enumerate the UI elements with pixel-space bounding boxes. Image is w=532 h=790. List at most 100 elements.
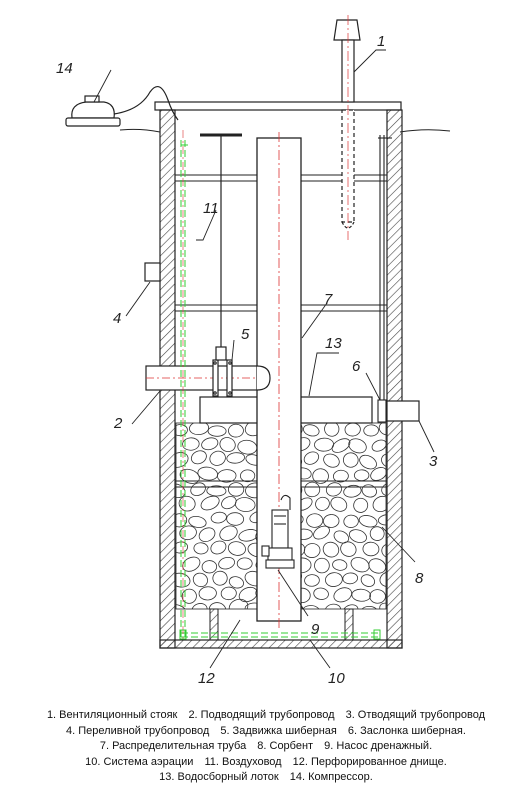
- sorbent-pebble: [193, 542, 209, 555]
- sorbent-pebble: [207, 425, 227, 437]
- sorbent-pebble: [342, 572, 359, 585]
- callout-9: 9: [311, 621, 320, 638]
- sorbent-pebble: [228, 482, 245, 497]
- legend-item: 9. Насос дренажный.: [324, 740, 433, 753]
- sorbent-pebble: [228, 576, 244, 589]
- sorbent-pebble: [358, 515, 378, 528]
- sorbent-pebble: [330, 496, 348, 512]
- legend-line-2: 4. Переливной трубопровод 5. Задвижка ши…: [0, 724, 532, 740]
- sorbent-pebble: [197, 466, 218, 481]
- legend-item: 7. Распределительная труба: [99, 740, 247, 753]
- sorbent-pebble: [303, 543, 321, 558]
- ventilation-riser: [333, 15, 361, 240]
- sorbent-pebble: [198, 527, 216, 542]
- compressor: [65, 85, 179, 127]
- sorbent-pebble: [342, 452, 359, 468]
- sorbent-pebble: [314, 437, 335, 452]
- sorbent-pebble: [176, 572, 191, 588]
- sorbent-pebble: [369, 526, 385, 541]
- sorbent-pebble: [176, 604, 188, 609]
- callout-labels: 1 14 11 4 5 7 13 6 2 3 8 9 12 10: [56, 33, 438, 687]
- sorbent-pebble: [226, 512, 245, 526]
- bottom-slab: [159, 639, 403, 649]
- lid-slab: [154, 101, 402, 111]
- legend-item: 5. Задвижка шиберная: [220, 724, 337, 737]
- sorbent-pebble: [227, 541, 246, 556]
- callout-6: 6: [352, 358, 361, 375]
- sorbent-pebble: [234, 497, 256, 513]
- sorbent-pebble: [179, 525, 197, 541]
- legend-line-1: 1. Вентиляционный стояк 2. Подводящий тр…: [0, 708, 532, 724]
- sorbent-pebble: [377, 514, 386, 526]
- sorbent-pebble: [190, 482, 206, 497]
- sorbent-pebble: [379, 602, 386, 609]
- sorbent-pebble: [343, 484, 362, 498]
- well-filter-diagram: 1 14 11 4 5 7 13 6 2 3 8 9 12 10: [56, 15, 451, 687]
- outlet-pipe: [386, 400, 420, 422]
- legend-item: 13. Водосборный лоток: [159, 771, 279, 784]
- sorbent-pebble: [333, 530, 350, 544]
- callout-3: 3: [429, 453, 438, 470]
- sorbent-pebble: [361, 484, 377, 498]
- callout-5: 5: [241, 326, 250, 343]
- sorbent-pebble: [344, 423, 361, 437]
- sorbent-pebble: [343, 514, 359, 528]
- legend-item: 11. Воздуховод: [204, 755, 282, 768]
- sorbent-pebble: [314, 557, 330, 574]
- sorbent-pebble: [353, 469, 370, 482]
- sorbent-pebble: [219, 525, 238, 541]
- callout-13: 13: [325, 335, 342, 352]
- sorbent-pebble: [240, 469, 256, 483]
- sorbent-pebble: [379, 571, 386, 587]
- sorbent-pebble: [324, 423, 340, 437]
- sorbent-pebble: [368, 558, 386, 574]
- sorbent-pebble: [325, 572, 343, 587]
- callout-1: 1: [377, 33, 385, 50]
- air-duct: [180, 140, 381, 638]
- legend-item: 8. Сорбент: [257, 740, 314, 753]
- sorbent-pebble: [371, 439, 386, 452]
- drainage-pump: [261, 494, 295, 569]
- sorbent-pebble: [315, 496, 330, 511]
- sorbent-pebble: [209, 450, 226, 466]
- sorbent-pebble: [226, 452, 245, 464]
- sorbent-pebble: [312, 468, 329, 484]
- legend-line-3: 7. Распределительная труба 8. Сорбент 9.…: [0, 739, 532, 755]
- sorbent-pebble: [323, 453, 340, 468]
- sorbent-pebble: [219, 437, 236, 453]
- sorbent-pebble: [381, 543, 386, 559]
- sorbent-pebble: [360, 605, 378, 609]
- sorbent-pebble: [381, 482, 386, 497]
- callout-2: 2: [113, 415, 123, 432]
- sorbent-pebble: [302, 605, 320, 609]
- sorbent-pebble: [189, 423, 209, 436]
- sorbent-pebble: [381, 453, 386, 469]
- sorbent-pebble: [372, 495, 386, 513]
- sorbent-pebble: [306, 513, 324, 528]
- sorbent-pebble: [176, 424, 188, 437]
- legend-item: 3. Отводящий трубопровод: [345, 709, 486, 721]
- sorbent-pebble: [188, 515, 207, 528]
- sorbent-pebble: [236, 557, 253, 570]
- sorbent-pebble: [313, 587, 329, 600]
- aeration-system: [179, 629, 381, 640]
- legend-line-4: 10. Система аэрации 11. Воздуховод 12. П…: [0, 755, 532, 771]
- callout-8: 8: [415, 570, 424, 587]
- legend: 1. Вентиляционный стояк 2. Подводящий тр…: [0, 708, 532, 786]
- legend-item: 14. Компрессор.: [289, 771, 373, 784]
- sorbent-pebble: [220, 586, 237, 601]
- legend-item: 4. Переливной трубопровод: [66, 724, 210, 737]
- sorbent-pebble: [191, 603, 208, 609]
- sorbent-pebble: [348, 529, 367, 543]
- callout-11: 11: [203, 200, 219, 217]
- sorbent-pebble: [198, 586, 217, 601]
- callout-4: 4: [113, 310, 121, 327]
- sorbent-pebble: [350, 557, 370, 573]
- sorbent-pebble: [362, 541, 380, 557]
- sorbent-pebble: [332, 469, 349, 483]
- sorbent-pebble: [325, 482, 343, 497]
- sorbent-pebble: [348, 438, 367, 454]
- sorbent-pebble: [360, 574, 376, 587]
- perforated-bottom: [209, 608, 354, 641]
- inlet-pipe: [145, 365, 271, 391]
